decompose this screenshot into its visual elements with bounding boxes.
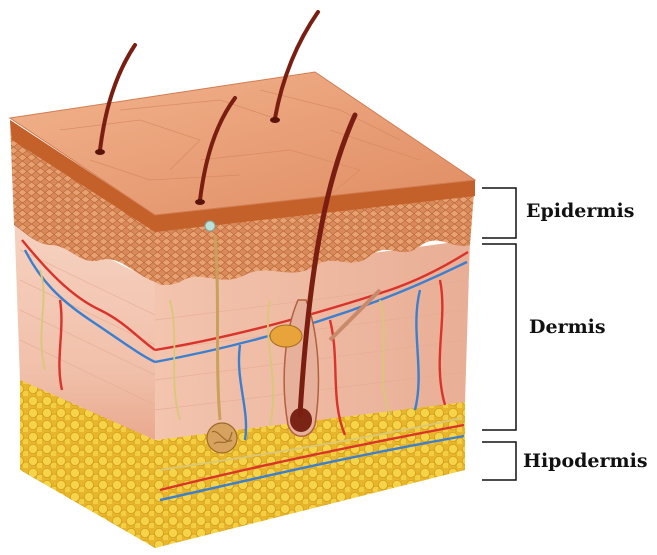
dermis-bracket bbox=[482, 244, 516, 430]
hypodermis-bracket bbox=[482, 442, 516, 480]
epidermis-label: Epidermis bbox=[526, 200, 634, 222]
layer-brackets bbox=[482, 188, 516, 480]
hypodermis-label: Hipodermis bbox=[523, 450, 648, 472]
dermis-label: Dermis bbox=[529, 316, 606, 338]
epidermis-bracket bbox=[482, 188, 516, 238]
